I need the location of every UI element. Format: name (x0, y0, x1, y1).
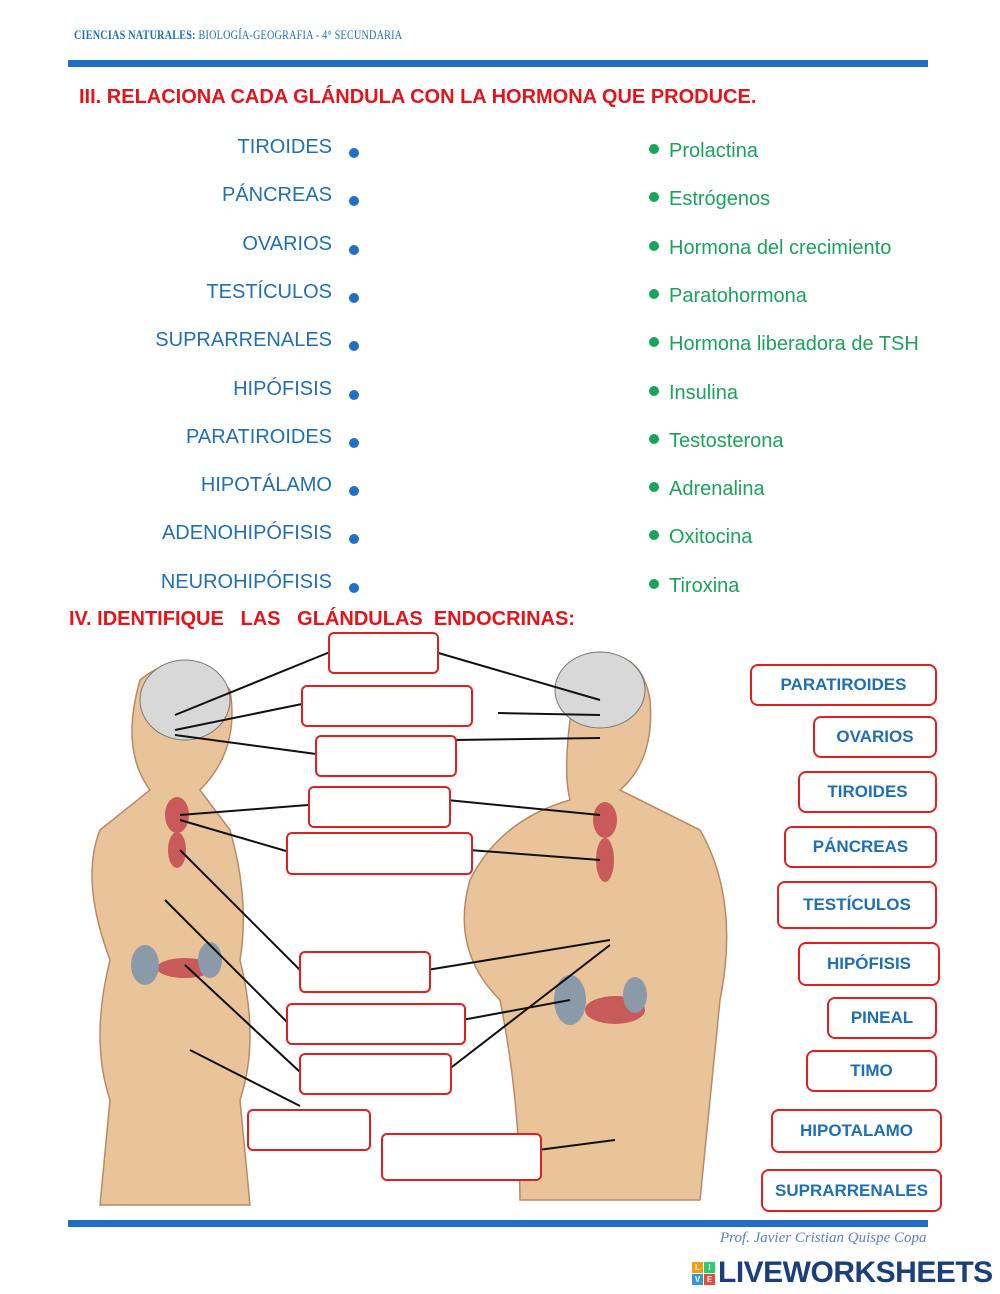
hormone-label: Oxitocina (669, 526, 753, 549)
gland-match-dot[interactable] (349, 437, 359, 448)
gland-label: NEUROHIPÓFISIS (160, 570, 332, 593)
answer-drop-box[interactable] (301, 685, 473, 727)
hormone-label: Prolactina (669, 140, 758, 162)
gland-match-dot[interactable] (349, 582, 359, 593)
bottom-divider (68, 1220, 928, 1227)
gland-label: SUPRARRENALES (155, 329, 332, 352)
male-adrenal-right (623, 977, 647, 1013)
hormone-match-dot[interactable] (649, 288, 659, 299)
gland-match-dot[interactable] (349, 486, 359, 497)
hormone-match-dot[interactable] (649, 192, 659, 203)
brand-name: LIVEWORKSHEETS (718, 1256, 993, 1289)
gland-label: ADENOHIPÓFISIS (161, 522, 332, 545)
answer-drop-box[interactable] (247, 1109, 371, 1151)
hormone-match-dot[interactable] (649, 482, 659, 493)
female-brain (139, 659, 231, 741)
gland-match-dot[interactable] (349, 196, 359, 207)
gland-match-dot[interactable] (349, 292, 359, 303)
word-bank-item[interactable]: TIMO (806, 1050, 937, 1092)
hormone-label: Insulina (669, 381, 738, 404)
gland-match-dot[interactable] (349, 244, 359, 255)
hormone-match-dot[interactable] (649, 144, 659, 154)
answer-drop-box[interactable] (299, 1053, 452, 1095)
hormone-match-dot[interactable] (649, 530, 659, 541)
answer-drop-box[interactable] (315, 735, 457, 777)
word-bank-item[interactable]: SUPRARRENALES (761, 1169, 942, 1212)
author-signature: Prof. Javier Cristian Quispe Copa (720, 1230, 927, 1246)
word-bank-item[interactable]: OVARIOS (813, 716, 937, 758)
hormone-match-dot[interactable] (649, 385, 659, 396)
gland-label: HIPOTÁLAMO (200, 474, 332, 497)
answer-drop-box[interactable] (381, 1133, 542, 1181)
hormone-match-dot[interactable] (649, 433, 659, 444)
gland-label: PÁNCREAS (221, 184, 332, 207)
gland-label: TESTÍCULOS (206, 280, 332, 303)
word-bank-item[interactable]: TESTÍCULOS (777, 881, 937, 929)
hormone-label: Testosterona (669, 429, 784, 452)
hormone-label: Adrenalina (669, 478, 765, 501)
gland-label: OVARIOS (242, 232, 332, 255)
gland-match-dot[interactable] (349, 389, 359, 400)
word-bank-item[interactable]: PARATIROIDES (750, 664, 937, 706)
male-thyroid (593, 802, 617, 838)
gland-label: TIROIDES (237, 136, 332, 158)
male-brain (554, 651, 646, 729)
female-thymus (168, 832, 186, 868)
gland-match-dot[interactable] (349, 534, 359, 545)
hormone-label: Paratohormona (669, 284, 807, 307)
section4-title: IV. IDENTIFIQUE LAS GLÁNDULAS ENDOCRINAS… (69, 608, 575, 630)
gland-match-dot[interactable] (349, 148, 359, 158)
gland-label: PARATIROIDES (186, 425, 332, 448)
male-thymus (596, 838, 614, 882)
hormone-label: Tiroxina (669, 574, 740, 597)
word-bank-item[interactable]: HIPÓFISIS (798, 942, 940, 986)
hormone-match-dot[interactable] (649, 578, 659, 589)
hormone-label: Hormona liberadora de TSH (669, 333, 919, 356)
answer-drop-box[interactable] (286, 832, 473, 875)
answer-drop-box[interactable] (328, 632, 439, 674)
male-body (463, 654, 728, 1201)
top-divider (68, 60, 928, 67)
female-thyroid (165, 797, 189, 833)
pointer-lines (164, 651, 616, 1151)
female-adrenal-right (198, 942, 222, 978)
female-body (91, 661, 251, 1206)
header: CIENCIAS NATURALES: BIOLOGÍA-GEOGRAFIA -… (74, 27, 402, 43)
word-bank-item[interactable]: PÁNCREAS (784, 826, 937, 868)
course: BIOLOGÍA-GEOGRAFIA - 4° SECUNDARIA (198, 27, 403, 42)
word-bank-item[interactable]: PINEAL (827, 997, 937, 1039)
female-adrenal-left (131, 945, 159, 985)
gland-label: HIPÓFISIS (233, 377, 332, 400)
hormone-match-dot[interactable] (649, 337, 659, 348)
gland-match-dot[interactable] (349, 341, 359, 352)
word-bank-item[interactable]: TIROIDES (798, 771, 937, 813)
subject: CIENCIAS NATURALES: (74, 27, 196, 42)
hormone-label: Estrógenos (669, 188, 771, 211)
hormone-match-dot[interactable] (649, 240, 659, 251)
answer-drop-box[interactable] (286, 1003, 466, 1045)
word-bank-item[interactable]: HIPOTALAMO (771, 1109, 942, 1153)
section3-title: III. RELACIONA CADA GLÁNDULA CON LA HORM… (79, 86, 757, 108)
answer-drop-box[interactable] (308, 786, 451, 828)
answer-drop-box[interactable] (299, 951, 431, 993)
hormone-label: Hormona del crecimiento (669, 236, 892, 259)
